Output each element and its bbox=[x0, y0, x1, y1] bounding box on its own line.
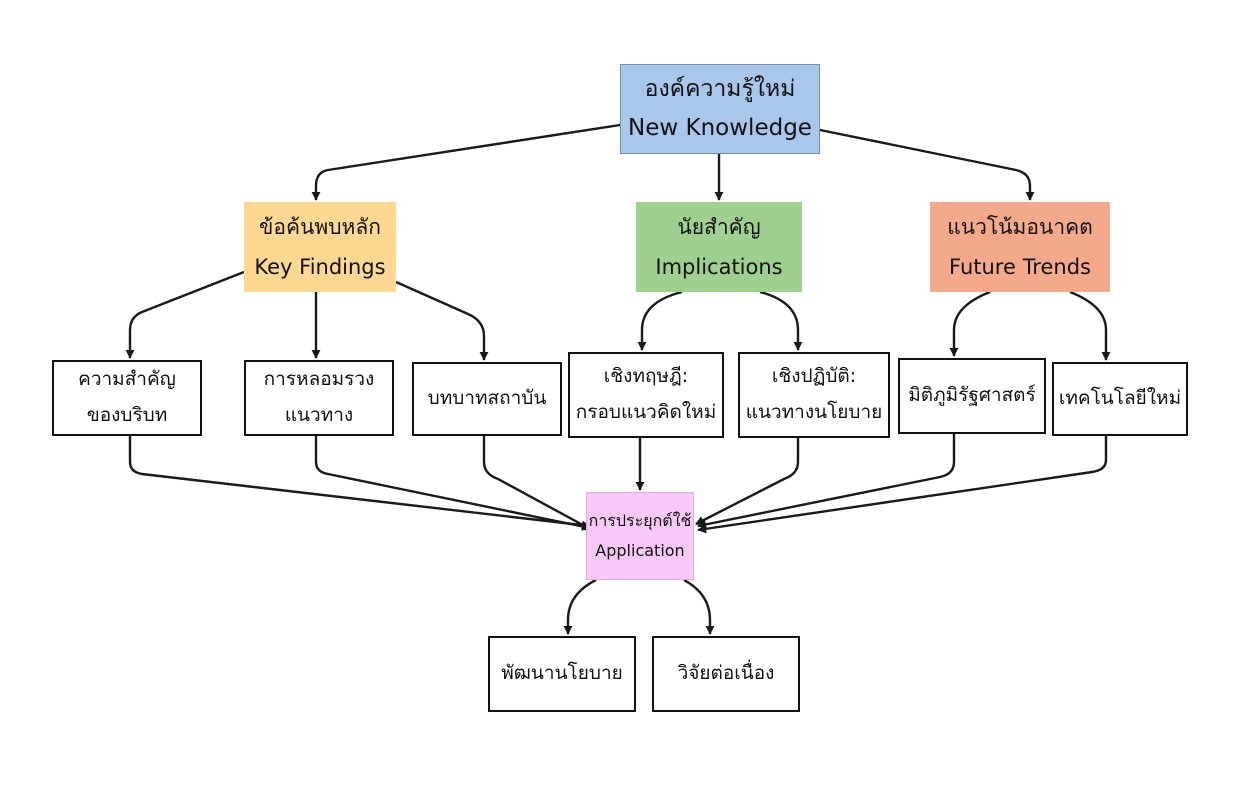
implications-english: Implications bbox=[655, 255, 783, 279]
institution-role-node: บทบาทสถาบัน bbox=[412, 362, 562, 436]
key-findings-thai: ข้อค้นพบหลัก bbox=[259, 214, 381, 239]
implications-thai: นัยสำคัญ bbox=[677, 214, 761, 239]
application-node: การประยุกต์ใช้ Application bbox=[586, 492, 694, 580]
arrow-institution-to-application bbox=[482, 436, 593, 532]
theoretical-line2: กรอบแนวคิดใหม่ bbox=[575, 401, 717, 423]
continued-research-node: วิจัยต่อเนื่อง bbox=[652, 636, 800, 712]
practical-node: เชิงปฏิบัติ: แนวทางนโยบาย bbox=[738, 352, 890, 438]
future-trends-thai: แนวโน้มอนาคต bbox=[947, 214, 1093, 239]
approach-integration-line2: แนวทาง bbox=[284, 404, 354, 426]
arrow-future-trends-to-technology bbox=[1069, 290, 1111, 361]
key-findings-english: Key Findings bbox=[254, 255, 386, 279]
practical-line2: แนวทางนโยบาย bbox=[745, 401, 883, 423]
practical-line1: เชิงปฏิบัติ: bbox=[771, 365, 857, 388]
new-knowledge-english: New Knowledge bbox=[628, 115, 812, 141]
theoretical-node: เชิงทฤษฎี: กรอบแนวคิดใหม่ bbox=[568, 352, 724, 438]
arrow-key-findings-to-institution bbox=[395, 280, 489, 361]
application-english: Application bbox=[595, 541, 685, 560]
policy-development-node: พัฒนานโยบาย bbox=[488, 636, 636, 712]
arrow-application-to-policy bbox=[563, 578, 597, 635]
new-technology-label: เทคโนโลยีใหม่ bbox=[1058, 387, 1182, 410]
future-trends-english: Future Trends bbox=[949, 255, 1091, 279]
new-knowledge-thai: องค์ความรู้ใหม่ bbox=[644, 76, 796, 103]
new-knowledge-node: องค์ความรู้ใหม่ New Knowledge bbox=[620, 64, 820, 154]
context-importance-line1: ความสำคัญ bbox=[78, 368, 176, 391]
geopolitics-node: มิติภูมิรัฐศาสตร์ bbox=[898, 358, 1046, 434]
approach-integration-node: การหลอมรวง แนวทาง bbox=[244, 360, 394, 436]
policy-development-label: พัฒนานโยบาย bbox=[501, 662, 623, 685]
context-importance-line2: ของบริบท bbox=[86, 404, 168, 426]
arrow-practice-to-application bbox=[695, 438, 800, 526]
arrow-context-to-application bbox=[128, 436, 591, 530]
context-importance-node: ความสำคัญ ของบริบท bbox=[52, 360, 202, 436]
application-thai: การประยุกต์ใช้ bbox=[588, 511, 692, 530]
key-findings-node: ข้อค้นพบหลัก Key Findings bbox=[244, 202, 396, 292]
arrow-future-trends-to-political bbox=[949, 290, 991, 357]
geopolitics-label: มิติภูมิรัฐศาสตร์ bbox=[908, 384, 1036, 407]
approach-integration-line1: การหลอมรวง bbox=[263, 368, 375, 391]
future-trends-node: แนวโน้มอนาคต Future Trends bbox=[930, 202, 1110, 292]
arrow-integration-to-application bbox=[314, 436, 591, 531]
arrow-implications-to-practice bbox=[759, 290, 803, 351]
arrow-top-to-future-trends bbox=[819, 128, 1035, 201]
new-technology-node: เทคโนโลยีใหม่ bbox=[1052, 362, 1188, 436]
arrow-technology-to-application bbox=[697, 436, 1108, 534]
arrow-application-to-research bbox=[683, 578, 715, 635]
arrow-top-to-key-findings bbox=[311, 123, 621, 201]
arrow-implications-to-theory bbox=[637, 290, 683, 351]
implications-node: นัยสำคัญ Implications bbox=[636, 202, 802, 292]
arrow-political-to-application bbox=[697, 434, 956, 529]
continued-research-label: วิจัยต่อเนื่อง bbox=[677, 662, 775, 685]
institution-role-label: บทบาทสถาบัน bbox=[427, 387, 547, 410]
theoretical-line1: เชิงทฤษฎี: bbox=[603, 365, 689, 388]
arrow-key-findings-to-context bbox=[125, 270, 245, 359]
